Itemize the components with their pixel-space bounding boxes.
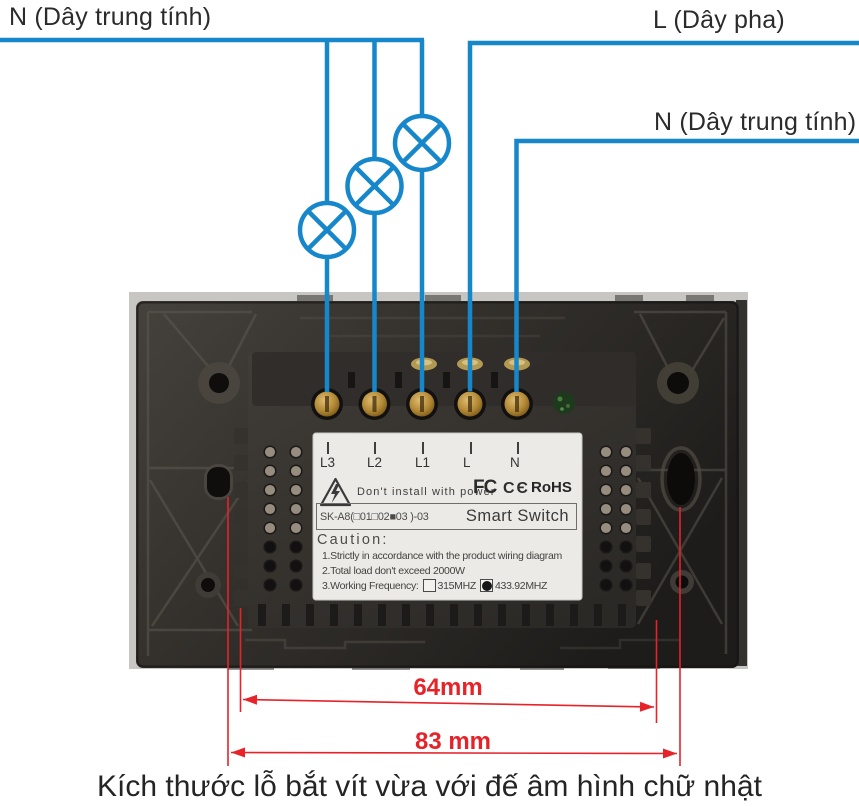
plate-rib-pattern: [146, 310, 728, 656]
frequency-option-433: 433.92MHZ: [495, 579, 548, 592]
label-live: L (Dây pha): [653, 6, 785, 34]
terminal-name: L: [463, 455, 471, 470]
model-number: SK-A8(□01□02■03 )-03: [320, 510, 429, 523]
keyhole-slot-left: [207, 467, 230, 497]
product-name: Smart Switch: [465, 507, 569, 525]
fcc-logo: FC: [473, 477, 497, 498]
neutral-branch-wire: [514, 138, 859, 392]
caution-line-1: 1.Strictly in accordance with the produc…: [322, 550, 562, 562]
label-neutral-right: N (Dây trung tính): [654, 108, 857, 136]
model-box: SK-A8(□01□02■03 )-03 Smart Switch: [316, 503, 577, 530]
frequency-row: 3.Working Frequency: 315MHZ 433.92MHZ: [322, 579, 547, 592]
terminal-mark-l: L: [463, 442, 472, 470]
caution-line-2: 2.Total load don't exceed 2000W: [322, 565, 465, 577]
dimension-83mm: 83 mm: [414, 728, 492, 755]
module-bottom-comb: [258, 604, 626, 626]
arrow-83mm: [230, 747, 678, 759]
terminal-screw-l: [454, 388, 486, 420]
terminal-mark-l1: L1: [415, 442, 430, 470]
vent-holes: [263, 445, 633, 592]
terminal-mark-l2: L2: [367, 442, 382, 470]
terminal-name: N: [510, 455, 520, 470]
rohs-logo: RoHS: [531, 479, 572, 496]
terminal-screw-l2: [358, 388, 391, 420]
warning-triangle-icon: [319, 477, 352, 507]
terminal-screw-l1: [406, 388, 438, 420]
terminal-mark-n: N: [510, 442, 520, 470]
terminal-screws: [311, 388, 575, 420]
terminal-tick: [327, 442, 329, 454]
product-label: L3 L2 L1 L N Don't install with power FC…: [313, 433, 582, 600]
figure-caption: Kích thước lỗ bắt vít vừa với đế âm hình…: [97, 770, 762, 803]
oval-slot-right: [667, 453, 695, 505]
arrow-64mm: [242, 694, 655, 712]
green-led-hole: [553, 392, 575, 414]
module-teeth-right: [636, 428, 651, 606]
checkbox-433mhz: [480, 579, 493, 592]
lamp-icon: [297, 200, 357, 260]
lamp-icon: [345, 156, 404, 216]
terminal-notches: [348, 372, 498, 388]
terminal-tick: [374, 442, 376, 454]
product-label-backing: [312, 432, 583, 601]
live-wire: [467, 40, 859, 391]
label-neutral-top: N (Dây trung tính): [9, 3, 212, 31]
warning-text: Don't install with power: [357, 486, 496, 498]
frequency-label: 3.Working Frequency:: [322, 579, 419, 592]
terminal-tick: [422, 442, 424, 454]
frequency-option-315: 315MHZ: [437, 579, 477, 592]
plate-outline: [136, 301, 739, 668]
terminal-name: L1: [415, 455, 431, 470]
caution-title: Caution:: [317, 532, 389, 548]
switch-photo: [129, 292, 748, 670]
terminal-screw-n: [501, 388, 533, 420]
terminal-name: L3: [320, 455, 336, 470]
terminal-tick: [470, 442, 472, 454]
terminal-screw-l3: [311, 388, 343, 420]
checkbox-315mhz: [422, 579, 436, 592]
mounting-holes: [195, 362, 702, 598]
lamp-icon: [392, 113, 452, 173]
terminal-name: L2: [367, 455, 383, 470]
terminal-tick: [517, 442, 519, 454]
dimension-lines: [227, 497, 681, 766]
module-teeth-left: [234, 428, 249, 606]
terminal-mark-l3: L3: [320, 442, 335, 470]
dimension-64mm: 64mm: [413, 674, 483, 701]
wiring-lines: [0, 37, 859, 392]
photo-right-shadow: [736, 300, 747, 666]
lamp-icons: [297, 113, 452, 260]
ce-logo: CЄ: [503, 480, 530, 497]
